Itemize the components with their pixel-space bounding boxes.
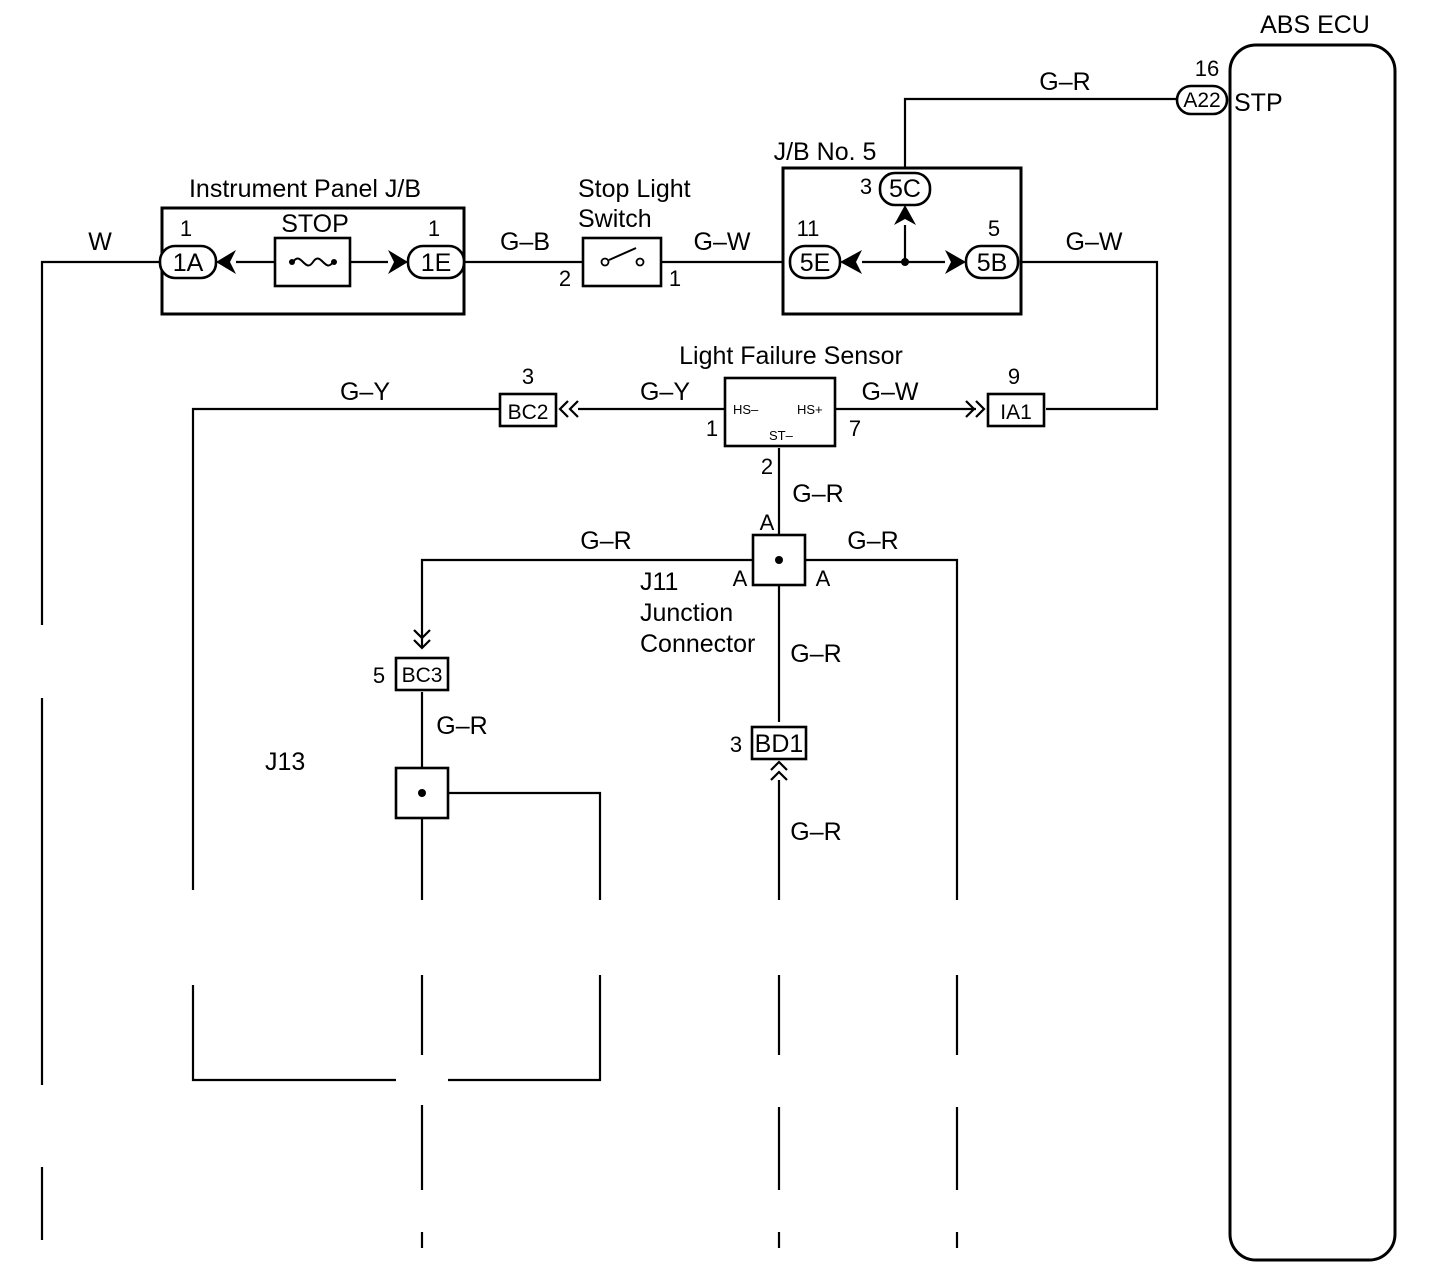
fuse-icon xyxy=(292,257,334,267)
wire-label-g-r-5: G–R xyxy=(790,640,841,668)
wire-label-g-y-2: G–Y xyxy=(340,378,390,406)
wire-label-g-r-2: G–R xyxy=(792,480,843,508)
svg-text:5: 5 xyxy=(373,663,385,688)
stp-terminal: STP xyxy=(1234,89,1283,117)
abs-ecu: ABS ECU A22 16 STP G–R xyxy=(1039,11,1397,1262)
svg-text:HS+: HS+ xyxy=(797,402,823,417)
svg-text:3: 3 xyxy=(730,732,742,757)
bc2-connector: BC2 3 xyxy=(498,364,579,428)
svg-text:Junction: Junction xyxy=(640,599,733,627)
connector-1e xyxy=(406,244,466,280)
svg-text:BC2: BC2 xyxy=(508,401,549,424)
svg-text:5C: 5C xyxy=(889,175,921,203)
light-failure-sensor: Light Failure Sensor HS– HS+ ST– 1 7 2 G… xyxy=(340,342,919,508)
a22-label: A22 xyxy=(1183,89,1220,112)
chevron-up-icon xyxy=(770,760,788,781)
svg-text:ST–: ST– xyxy=(769,428,794,443)
wire-label-g-w-3: G–W xyxy=(862,378,919,406)
svg-text:IA1: IA1 xyxy=(1000,401,1032,424)
arrow-icon xyxy=(216,250,236,274)
wire-label-g-y-1: G–Y xyxy=(640,378,690,406)
connector-1e-label: 1E xyxy=(421,249,452,277)
svg-text:J11: J11 xyxy=(640,568,678,596)
wire-label-g-r-7: G–R xyxy=(790,818,841,846)
instrument-panel-jb: Instrument Panel J/B 1A 1 STOP 1E 1 W G–… xyxy=(88,175,550,316)
svg-text:2: 2 xyxy=(761,454,773,479)
wire-label-g-b: G–B xyxy=(500,228,550,256)
wire-label-g-w-2: G–W xyxy=(1066,228,1123,256)
arrow-icon xyxy=(388,250,408,274)
j11-junction: A A A J11 Junction Connector G–R G–R G–R xyxy=(580,510,898,668)
wire-label-w-top: W xyxy=(88,228,112,256)
arrow-icon xyxy=(840,250,862,274)
a22-pin: 16 xyxy=(1195,56,1219,81)
wires xyxy=(40,97,1177,1248)
wire-label-g-r-3: G–R xyxy=(580,527,631,555)
svg-text:HS–: HS– xyxy=(733,402,759,417)
svg-text:11: 11 xyxy=(797,216,820,241)
wire-label-g-r-abs: G–R xyxy=(1039,68,1090,96)
svg-text:5E: 5E xyxy=(800,249,831,277)
wire-label-g-r-6: G–R xyxy=(436,712,487,740)
svg-text:BC3: BC3 xyxy=(402,664,443,687)
stop-light-switch: Stop Light Switch 2 1 G–W xyxy=(559,175,751,291)
chevron-down-icon xyxy=(413,629,431,650)
svg-text:Light Failure Sensor: Light Failure Sensor xyxy=(679,342,903,370)
ia1-connector: IA1 9 xyxy=(965,364,1046,428)
connector-5b xyxy=(964,244,1020,280)
svg-text:Stop Light: Stop Light xyxy=(578,175,691,203)
svg-text:5B: 5B xyxy=(977,249,1008,277)
jb-no5: J/B No. 5 5C 3 5E 11 5B 5 G–W xyxy=(774,138,1123,316)
switch-icon xyxy=(608,247,637,261)
fuse-label: STOP xyxy=(281,210,349,238)
chevron-right-icon xyxy=(965,400,986,418)
bd1-connector: BD1 3 G–R xyxy=(730,725,842,846)
svg-text:A: A xyxy=(760,510,775,535)
bc3-connector: BC3 5 G–R xyxy=(373,629,488,740)
svg-text:3: 3 xyxy=(522,364,534,389)
a22-connector xyxy=(1175,84,1229,116)
wire-label-g-w-1: G–W xyxy=(694,228,751,256)
svg-text:7: 7 xyxy=(849,416,861,441)
wire-label-g-r-4: G–R xyxy=(847,527,898,555)
svg-text:5: 5 xyxy=(988,216,1000,241)
svg-text:2: 2 xyxy=(559,266,571,291)
arrow-icon xyxy=(894,205,916,225)
svg-text:A: A xyxy=(816,566,831,591)
svg-text:1: 1 xyxy=(180,216,192,241)
svg-text:3: 3 xyxy=(860,174,872,199)
ip-jb-title: Instrument Panel J/B xyxy=(189,175,421,203)
svg-text:A: A xyxy=(733,566,748,591)
chevron-left-icon xyxy=(558,400,579,418)
abs-ecu-title: ABS ECU xyxy=(1260,11,1370,39)
svg-text:1: 1 xyxy=(428,216,440,241)
svg-text:J/B No. 5: J/B No. 5 xyxy=(774,138,877,166)
svg-text:1: 1 xyxy=(669,266,681,291)
svg-text:BD1: BD1 xyxy=(755,730,804,758)
svg-text:Connector: Connector xyxy=(640,630,755,658)
svg-text:9: 9 xyxy=(1008,364,1020,389)
svg-text:J13: J13 xyxy=(265,748,305,776)
arrow-icon xyxy=(945,250,966,274)
svg-text:Switch: Switch xyxy=(578,205,652,233)
j13-junction: J13 xyxy=(265,748,450,820)
svg-text:1: 1 xyxy=(706,416,718,441)
connector-1a-label: 1A xyxy=(173,249,204,277)
